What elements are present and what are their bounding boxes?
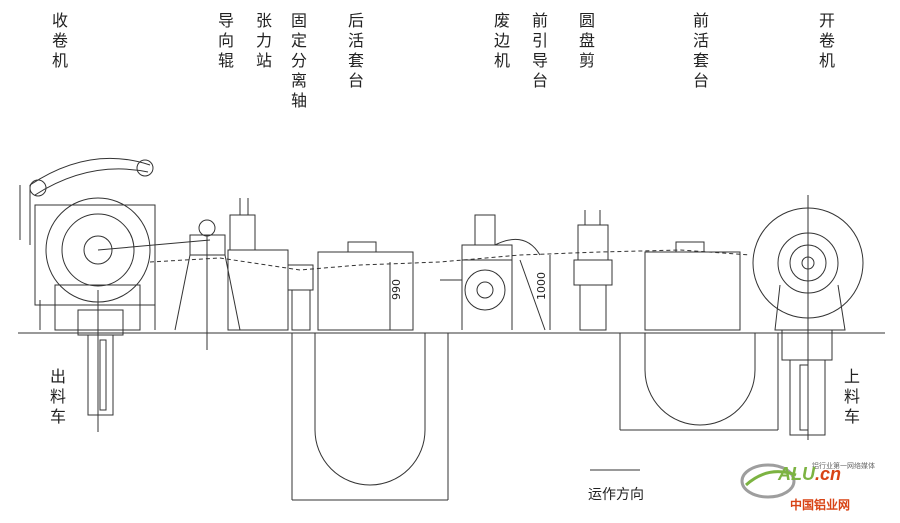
watermark-tagline: 铝行业第一网络媒体 (812, 462, 875, 470)
watermark-brand-main: ALU (778, 464, 815, 484)
strip-path (149, 249, 751, 271)
alu-logo-swirl-icon (740, 463, 797, 499)
label-scrap-winder: 废边机 (491, 12, 510, 72)
label-slitter: 圆盘剪 (576, 12, 595, 72)
rear-looper-pit (291, 241, 449, 501)
label-exit-car: 出料车 (47, 368, 66, 428)
uncoiler-machine (752, 195, 864, 440)
label-separation-shaft: 固定分离轴 (288, 12, 307, 112)
exit-car (77, 290, 124, 432)
label-front-looper: 前活套台 (690, 12, 709, 92)
recoiler-machine (19, 157, 211, 331)
watermark-brand: ALU.cn (778, 464, 841, 485)
label-uncoiler: 开卷机 (816, 12, 835, 72)
separation-shaft (287, 264, 314, 331)
label-rear-looper: 后活套台 (345, 12, 364, 92)
label-guide-roller: 导向辊 (215, 12, 234, 72)
label-recoiler: 收卷机 (49, 12, 68, 72)
label-tension-station: 张力站 (253, 12, 272, 72)
front-looper-pit (619, 241, 779, 431)
dimension-text-d2: 1000 (535, 272, 548, 300)
dimension-text-d1: 990 (390, 279, 403, 300)
label-entry-car: 上料车 (841, 368, 860, 428)
entry-car (789, 359, 826, 436)
direction-label: 运作方向 (588, 487, 644, 503)
watermark-brand-suffix: .cn (815, 464, 842, 484)
disc-slitter (573, 210, 613, 331)
label-front-guide: 前引导台 (529, 12, 548, 92)
watermark-cn-name: 中国铝业网 (790, 498, 851, 512)
guide-tension-unit (174, 198, 289, 350)
scrap-winder (440, 214, 546, 331)
